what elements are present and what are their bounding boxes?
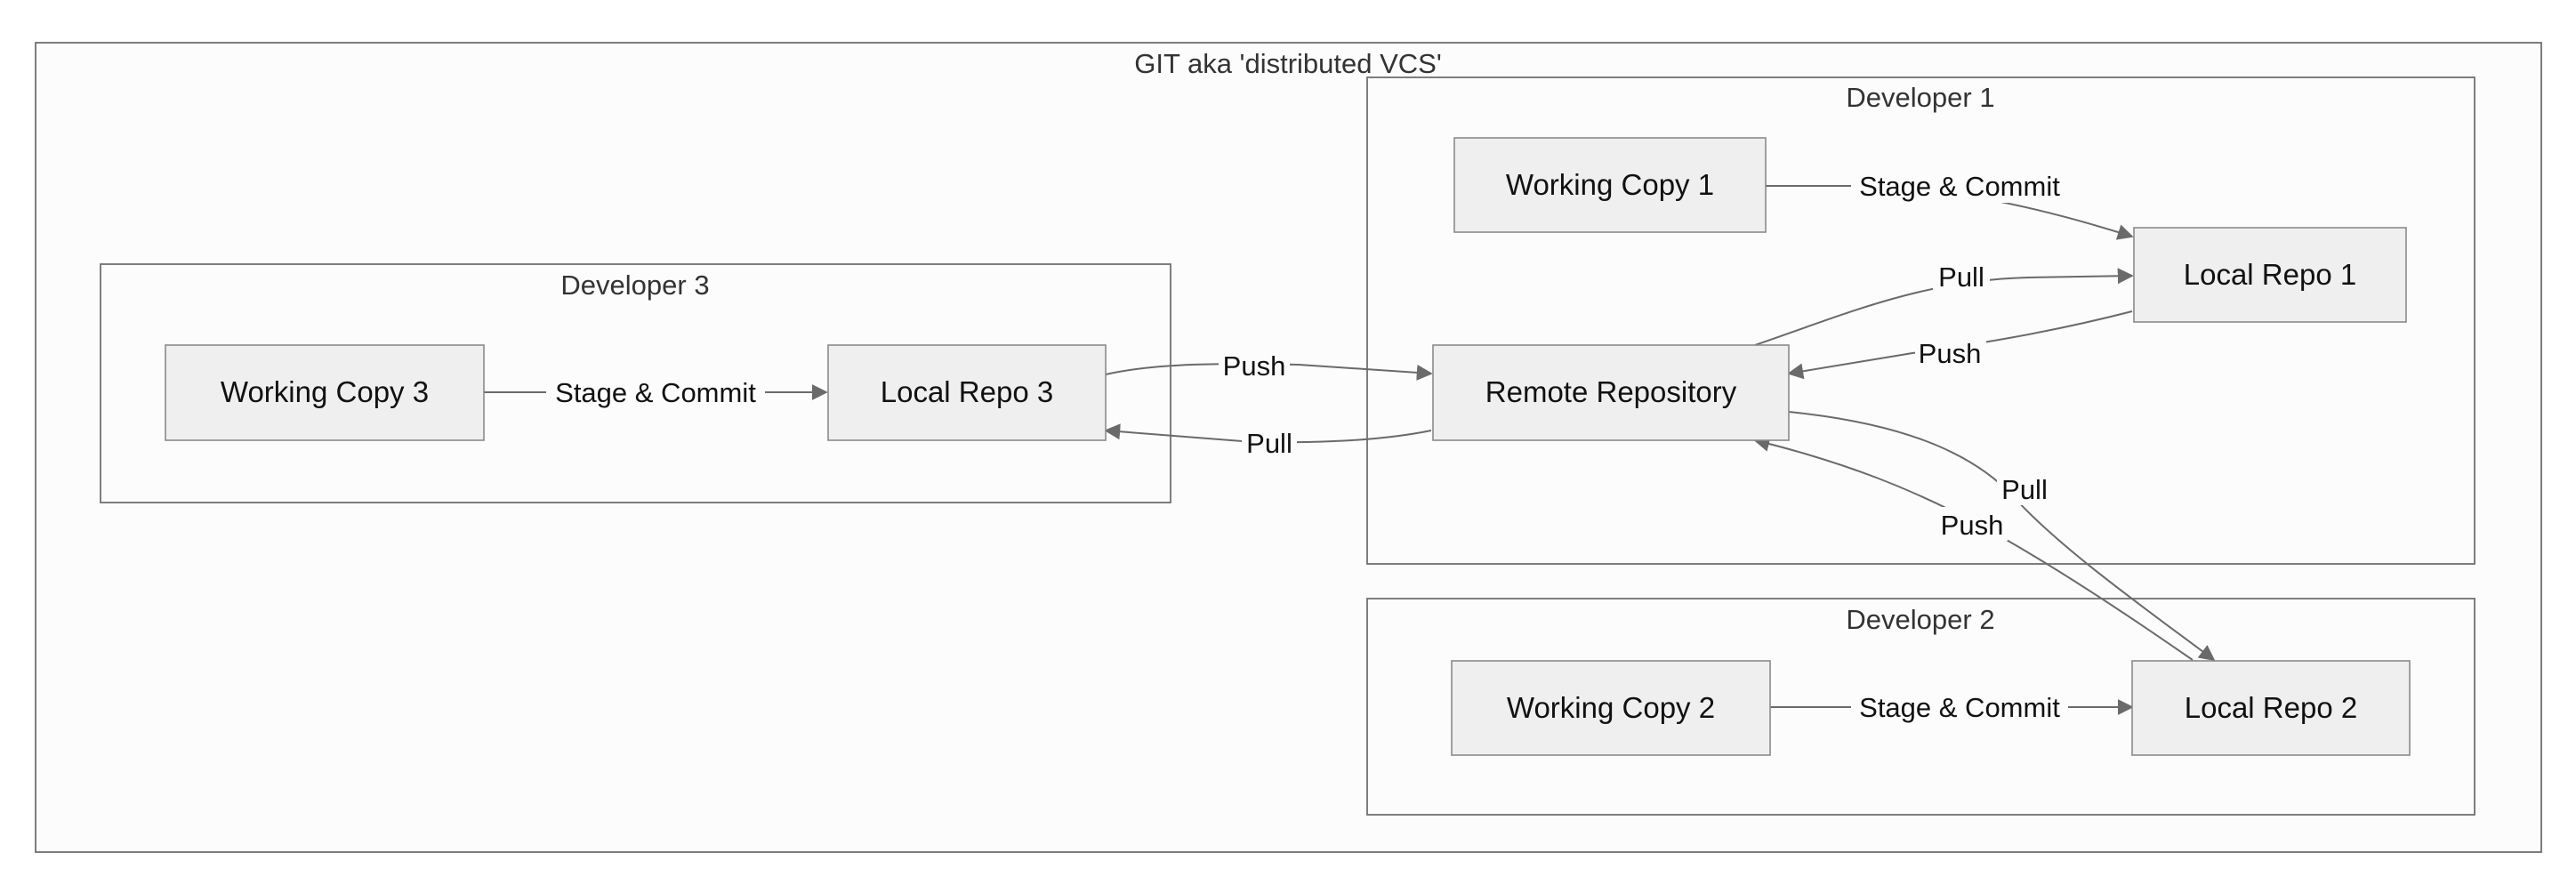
svg-text:Working Copy 3: Working Copy 3 — [221, 375, 429, 408]
edge-label-lr2-remote: Push — [1936, 507, 2008, 541]
edge-label-remote-lr3: Pull — [1242, 425, 1297, 459]
edge-remote-to-lr1 — [1754, 268, 2134, 346]
edge-label-wc3-lr3: Stage & Commit — [546, 374, 765, 410]
svg-text:Pull: Pull — [1246, 428, 1292, 459]
svg-text:Local Repo 1: Local Repo 1 — [2184, 258, 2356, 291]
diagram-title: GIT aka 'distributed VCS' — [1134, 48, 1442, 79]
svg-text:Pull: Pull — [2001, 474, 2048, 505]
svg-text:Push: Push — [1919, 338, 1982, 369]
svg-text:Stage & Commit: Stage & Commit — [1859, 171, 2060, 202]
svg-text:Push: Push — [1223, 350, 1286, 382]
node-local-repo-2[interactable]: Local Repo 2 — [2131, 660, 2411, 756]
node-remote-repository[interactable]: Remote Repository — [1432, 344, 1790, 441]
svg-text:Stage & Commit: Stage & Commit — [1859, 692, 2060, 723]
edge-label-remote-lr2: Pull — [1997, 471, 2052, 505]
svg-text:Push: Push — [1941, 510, 2004, 541]
svg-text:Local Repo 3: Local Repo 3 — [881, 375, 1053, 408]
nodes: Working Copy 1 Local Repo 1 Remote Repos… — [165, 137, 2411, 756]
svg-text:Remote Repository: Remote Repository — [1485, 375, 1737, 408]
svg-text:Stage & Commit: Stage & Commit — [555, 377, 756, 408]
node-working-copy-1[interactable]: Working Copy 1 — [1453, 137, 1767, 233]
svg-text:Pull: Pull — [1938, 261, 1984, 293]
edge-label-remote-lr1: Pull — [1933, 259, 1990, 293]
cluster-developer-3-label: Developer 3 — [560, 270, 709, 301]
svg-text:Working Copy 1: Working Copy 1 — [1506, 168, 1714, 201]
cluster-developer-2-label: Developer 2 — [1846, 604, 1994, 635]
edge-label-lr3-remote: Push — [1219, 348, 1290, 382]
node-local-repo-1[interactable]: Local Repo 1 — [2133, 227, 2407, 323]
edge-label-lr1-remote: Push — [1915, 335, 1986, 369]
cluster-developer-1-label: Developer 1 — [1846, 82, 1994, 113]
node-working-copy-3[interactable]: Working Copy 3 — [165, 344, 485, 441]
node-local-repo-3[interactable]: Local Repo 3 — [827, 344, 1107, 441]
edge-label-wc2-lr2: Stage & Commit — [1851, 689, 2068, 725]
edge-labels: Stage & Commit Pull Push Push Pull Stage… — [546, 167, 2068, 725]
edge-label-wc1-lr1: Stage & Commit — [1851, 167, 2068, 203]
svg-text:Local Repo 2: Local Repo 2 — [2185, 691, 2357, 724]
svg-text:Working Copy 2: Working Copy 2 — [1507, 691, 1715, 724]
node-working-copy-2[interactable]: Working Copy 2 — [1451, 660, 1771, 756]
